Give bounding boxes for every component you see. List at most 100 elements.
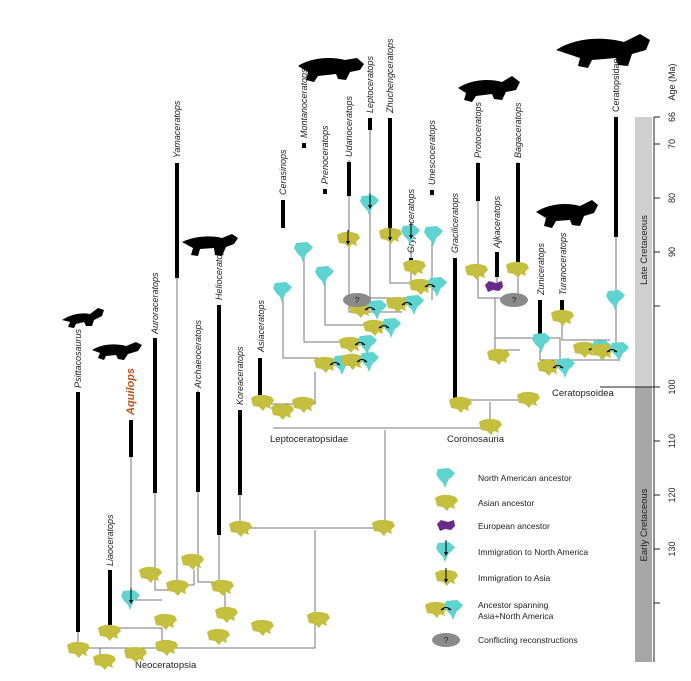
legend-imm-asia-label: Immigration to Asia [478,573,551,583]
range-bar-ajkaceratops [495,252,499,277]
european-ancestor-icon [485,281,503,292]
label-udanoceratops: Udanoceratops [344,95,354,157]
asia-ancestor-icon [479,418,502,435]
range-bar-koreaceratops [238,410,242,495]
legend-asia-label: Asian ancestor [478,498,534,508]
label-zuniceratops: Zuniceratops [536,242,546,296]
label-yamaceratops: Yamaceratops [172,100,182,158]
legend-span-label-2: Asia+North America [478,611,554,621]
asia-ancestor-icon [487,348,510,365]
range-bar-leptoceratops [368,118,372,130]
label-unescoceratops: Unescoceratops [427,119,437,185]
label-leptoceratops: Leptoceratops [365,55,375,113]
legend-imm-na-icon [436,540,455,562]
range-bar-zhuchengceratops [388,118,392,238]
asia-ancestor-icon [215,606,238,623]
conflict-mark: ? [355,295,360,305]
ceratopsid-silhouette [556,34,650,68]
spanning-ancestor-icon [339,335,377,355]
tick-100: 100 [667,379,677,394]
aquilops-silhouette [92,342,142,360]
spanning-ancestor-icon [537,358,575,378]
label-protoceratops: Protoceratops [473,101,483,158]
age-axis-title: Age (Ma) [667,63,677,100]
conflict-mark: ? [512,295,517,305]
label-turanoceratops: Turanoceratops [558,232,568,295]
label-ajkaceratops: Ajkaceratops [492,195,502,249]
legend-conflict-mark: ? [444,635,449,645]
range-bar-yamaceratops [175,163,179,278]
range-bar-cerasinops [281,200,285,228]
taxon-labels: Psittacosaurus Liaoceratops Aquilops Aur… [73,38,621,566]
legend: North American ancestor Asian ancestor E… [425,468,588,647]
dinosaur-silhouettes [62,34,650,360]
range-bar-helioceratops [217,305,221,535]
time-scale: Late Cretaceous Early Cretaceous 66 70 8… [600,63,677,662]
asia-ancestor-icon [307,611,330,628]
na-ancestor-icon [606,290,625,310]
asia-ancestor-icon [551,309,574,326]
range-bar-graciliceratops [453,258,457,400]
label-neoceratopsia: Neoceratopsia [135,660,197,671]
asia-ancestor-icon [67,641,90,658]
asia-ancestor-icon [403,259,426,276]
asia-ancestor-icon [93,653,116,670]
asia-ancestor-icon [506,261,529,278]
na-ancestor-icon [294,242,313,262]
legend-eu-icon [437,520,455,531]
asia-ancestor-icon [139,566,162,583]
immigration-north-america-icon [360,193,379,215]
range-bar-turanoceratops [560,300,564,314]
label-asiaceratops: Asiaceratops [256,299,266,353]
legend-span-label-1: Ancestor spanning [478,600,549,610]
range-bars [76,117,618,632]
tick-90: 90 [667,247,677,257]
legend-na-label: North American ancestor [478,473,572,483]
asia-ancestor-icon [372,519,395,536]
label-ceratopsidae: Ceratopsidae [611,58,621,112]
conflict-oval [343,293,371,307]
label-ceratopsoidea: Ceratopsoidea [552,388,615,399]
range-bar-aquilops [129,420,133,457]
tick-120: 120 [667,487,677,502]
protoceratopsid-silhouette-2 [458,76,520,102]
label-koreaceratops: Koreaceratops [235,346,245,405]
tick-70: 70 [667,139,677,149]
asia-ancestor-icon [155,639,178,656]
tick-80: 80 [667,193,677,203]
leptoceratopsid-silhouette [182,234,238,256]
label-bagaceratops: Bagaceratops [513,102,523,158]
legend-conflict-icon [432,633,460,647]
legend-imm-asia-icon [435,568,458,586]
range-bar-montanoceratops [302,143,306,148]
immigration-north-america-icon [401,223,420,245]
label-zhuchengceratops: Zhuchengceratops [385,38,395,114]
immigration-north-america-icon [121,588,140,610]
spanning-ancestor-icon [363,318,401,338]
label-liaoceratops: Liaoceratops [105,514,115,566]
na-ancestor-icon [315,266,334,286]
conflict-oval [500,293,528,307]
na-ancestor-icon [424,226,443,246]
label-prenoceratops: Prenoceratops [320,125,330,184]
asia-ancestor-icon [465,263,488,280]
label-cerasinops: Cerasinops [278,149,288,195]
protoceratopsid-silhouette-1 [298,58,364,82]
na-ancestor-icon [532,333,551,353]
early-cretaceous-band [635,387,652,662]
range-bar-ceratopsidae [614,117,618,237]
label-aquilops: Aquilops [125,368,137,416]
range-bar-asiaceratops [258,358,262,396]
legend-eu-label: European ancestor [478,521,550,531]
legend-span-icon [425,600,463,620]
asia-ancestor-icon [271,403,294,420]
na-ancestor-icon [273,282,292,302]
tick-110: 110 [667,434,677,448]
tick-66: 66 [667,112,677,122]
ceratopsoid-silhouette [536,200,598,228]
early-cretaceous-label: Early Cretaceous [639,488,650,561]
label-graciliceratops: Graciliceratops [450,192,460,253]
range-bar-auroraceratops [153,338,157,493]
legend-imm-na-label: Immigration to North America [478,547,588,557]
